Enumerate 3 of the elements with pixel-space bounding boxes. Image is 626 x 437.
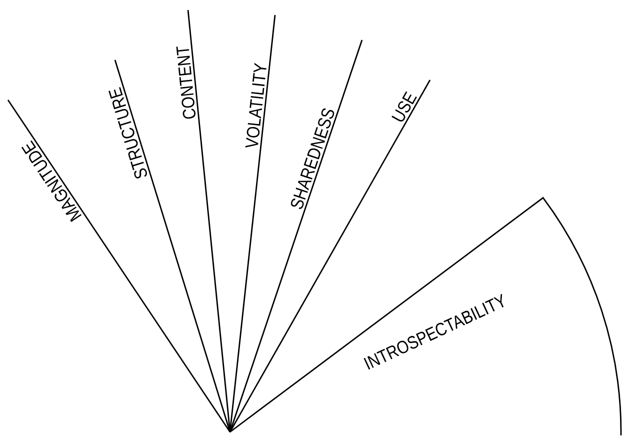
ray-label: CONTENT [176,46,196,119]
ray-label: VOLATILITY [245,62,266,148]
ray-label: USE [392,91,417,122]
